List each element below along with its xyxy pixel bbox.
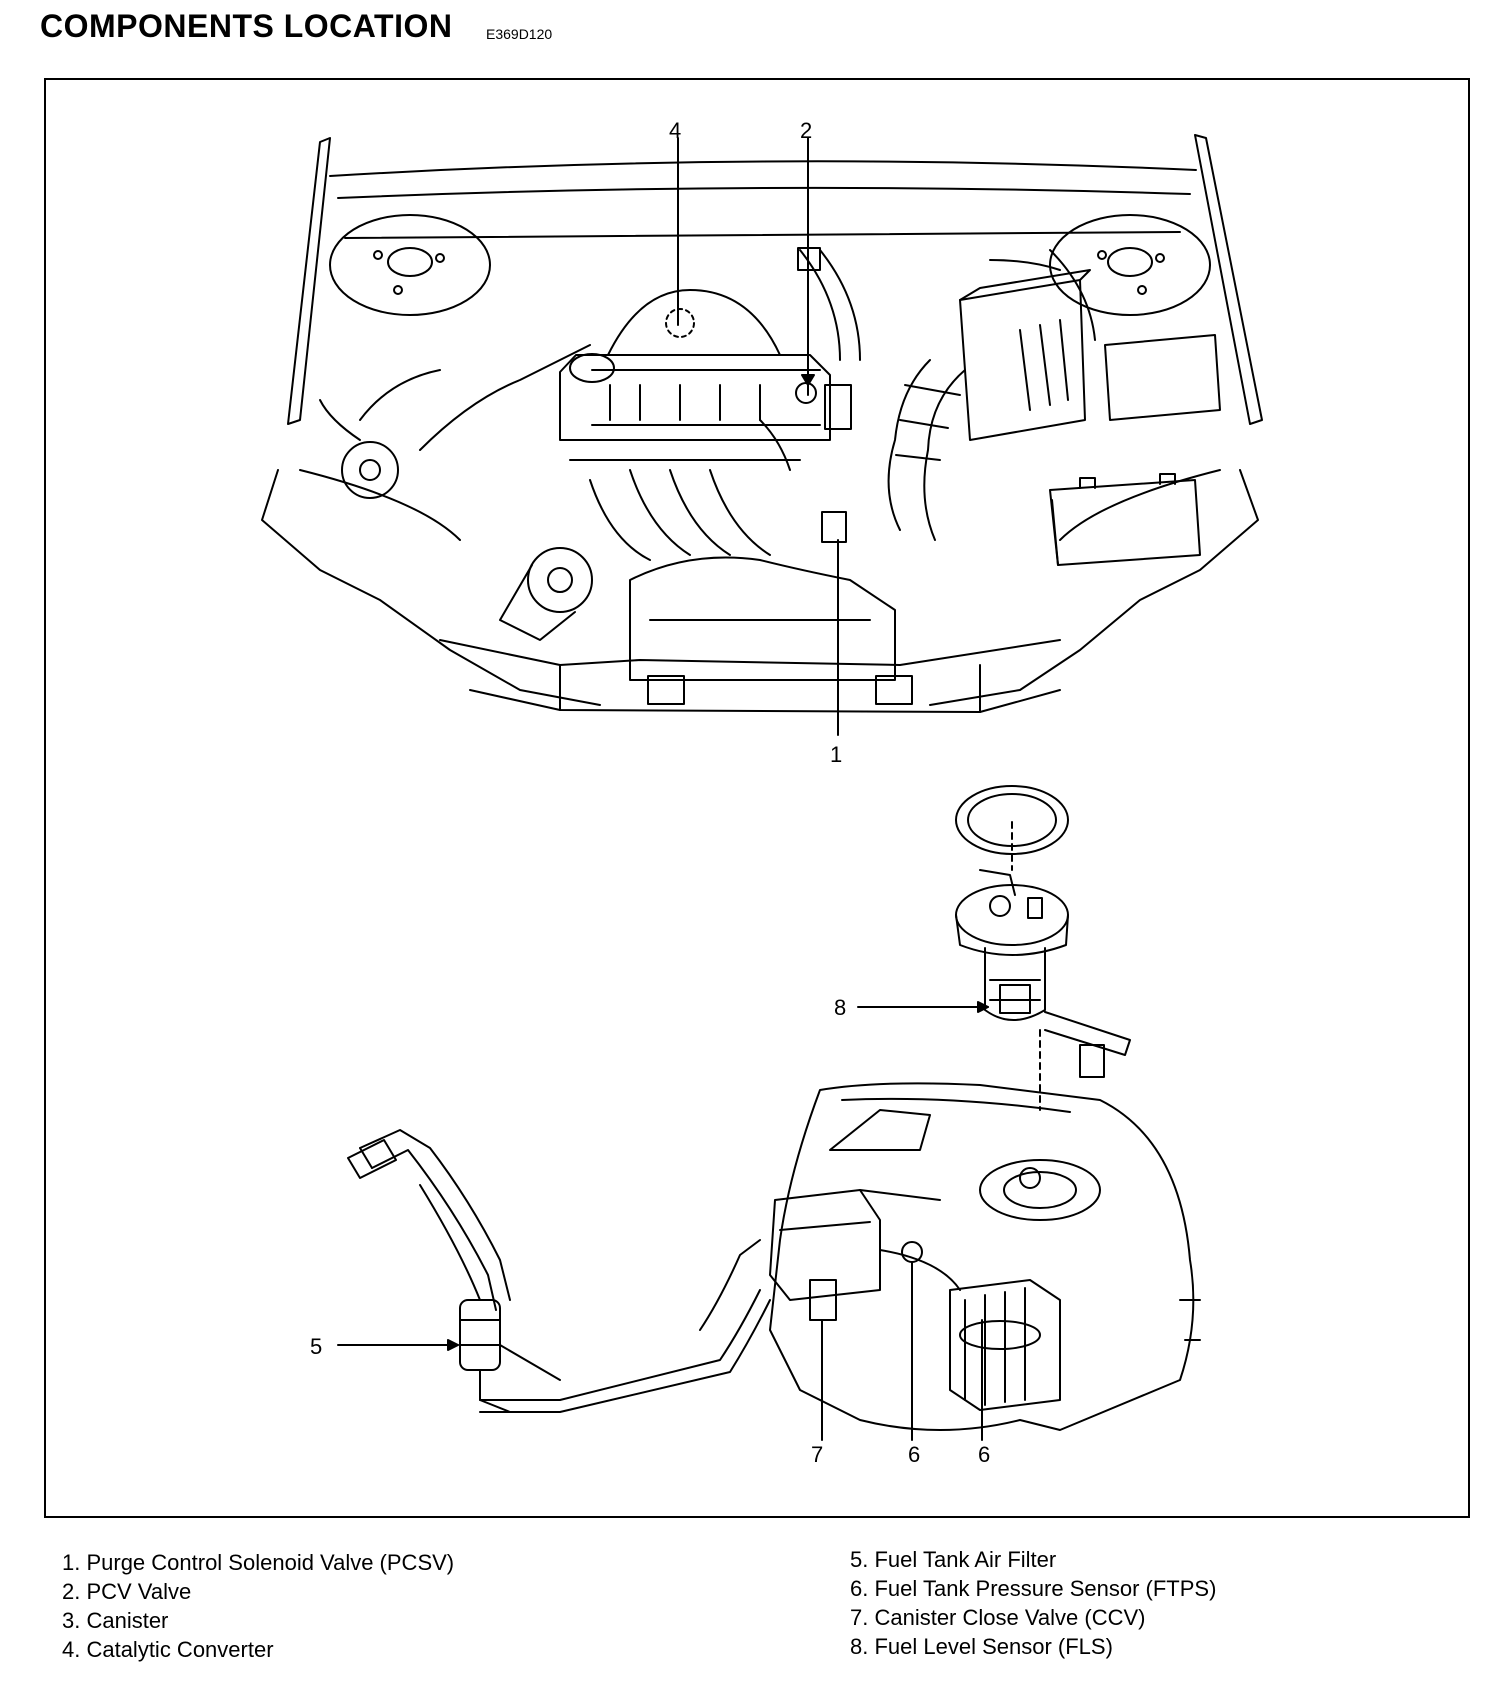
legend-item: 4. Catalytic Converter: [62, 1637, 274, 1662]
legend-item: 3. Canister: [62, 1608, 169, 1633]
legend-item: 2. PCV Valve: [62, 1579, 192, 1604]
legend-item: 5. Fuel Tank Air Filter: [850, 1547, 1057, 1572]
legend-right: 5. Fuel Tank Air Filter 6. Fuel Tank Pre…: [850, 1545, 1216, 1661]
legend-item: 8. Fuel Level Sensor (FLS): [850, 1634, 1113, 1659]
fuel-tank-illustration: [337, 1082, 1201, 1441]
callout-2: 2: [800, 118, 812, 143]
callout-7: 7: [811, 1442, 823, 1467]
page-title: COMPONENTS LOCATION: [40, 8, 453, 44]
callout-leader-lines: [677, 137, 839, 736]
callout-5: 5: [310, 1334, 322, 1359]
engine-bay-illustration: [261, 134, 1263, 713]
callout-labels: 4 2 1 8 5 7 6 6: [310, 118, 990, 1467]
legend-left: 1. Purge Control Solenoid Valve (PCSV) 2…: [62, 1548, 454, 1664]
callout-6a: 6: [908, 1442, 920, 1467]
callout-8: 8: [834, 995, 846, 1020]
callout-4: 4: [669, 118, 681, 143]
legend-item: 1. Purge Control Solenoid Valve (PCSV): [62, 1550, 455, 1575]
legend-item: 7. Canister Close Valve (CCV): [850, 1605, 1146, 1630]
diagram-frame: [44, 78, 1470, 1518]
fuel-level-sensor-illustration: [857, 785, 1131, 1111]
legend-item: 6. Fuel Tank Pressure Sensor (FTPS): [850, 1576, 1217, 1601]
callout-1: 1: [830, 742, 842, 767]
document-code: E369D120: [486, 26, 553, 42]
callout-6b: 6: [978, 1442, 990, 1467]
